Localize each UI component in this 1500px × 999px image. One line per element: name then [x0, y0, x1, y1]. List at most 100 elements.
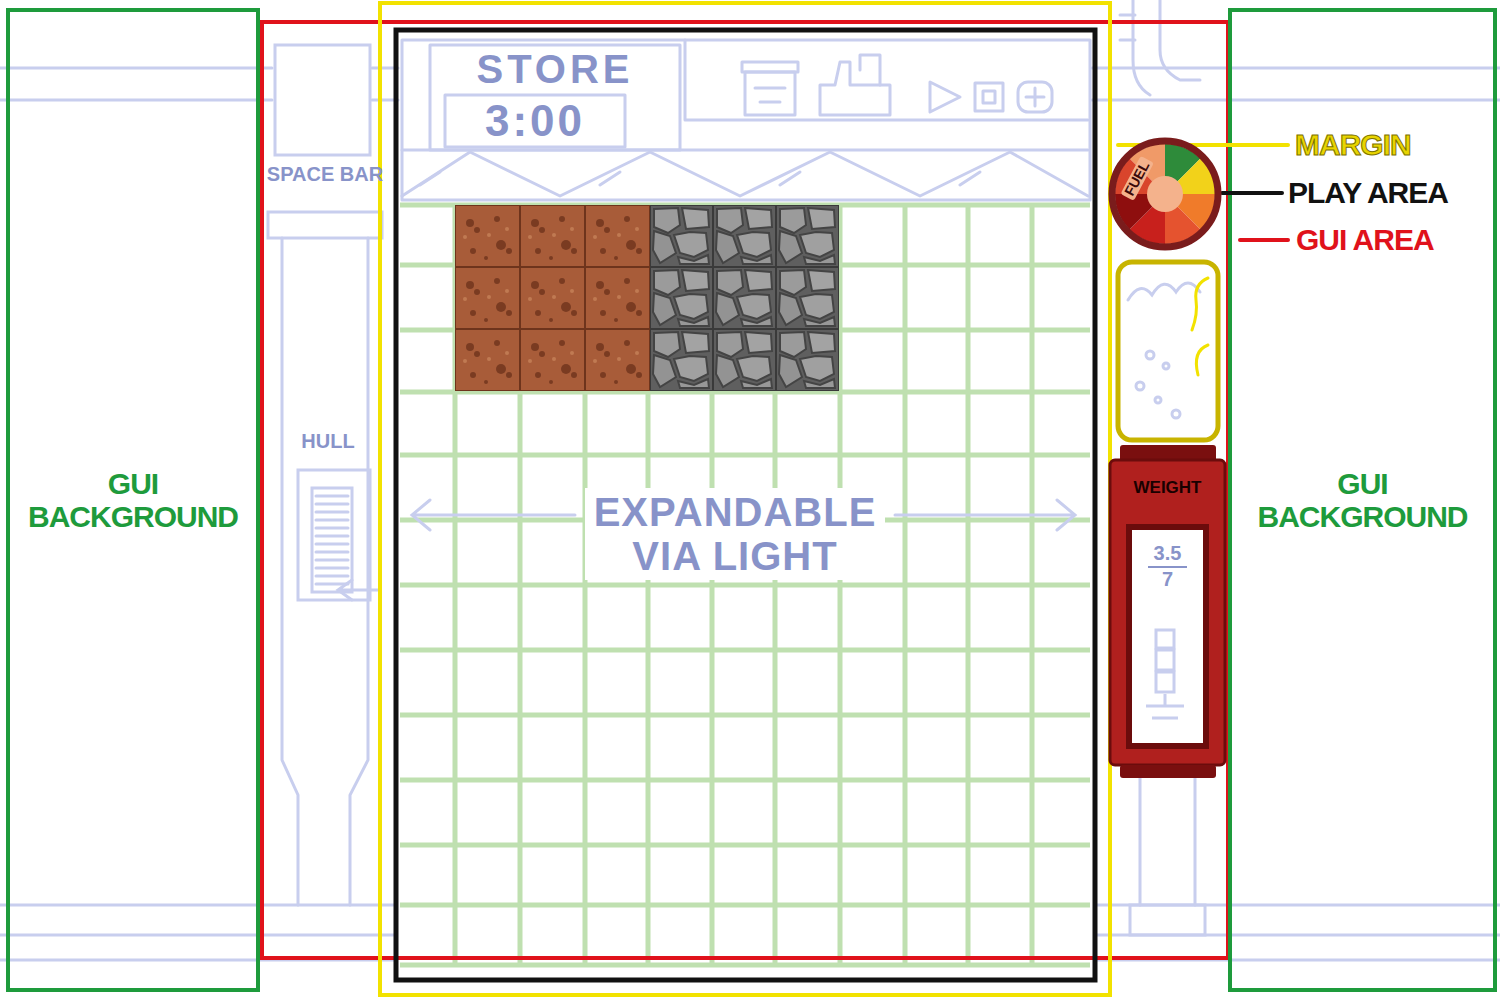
node-text: 3.5	[1148, 542, 1188, 568]
oxygen-tank-sketch-part	[1136, 382, 1144, 390]
stone-tiles-part	[650, 205, 839, 391]
legend-leader-lines-part	[1222, 191, 1282, 195]
store-header-sketch-part	[1018, 82, 1052, 112]
store-header-sketch-part	[745, 72, 795, 115]
weight-meter-body	[1110, 445, 1225, 778]
expand-arrows-part	[895, 500, 1075, 530]
sketch-background	[0, 0, 1500, 960]
store-header-sketch-part	[420, 172, 980, 185]
gui-background-panel: GUI BACKGROUND	[8, 10, 258, 990]
play-grid-part	[400, 205, 1090, 965]
node-text: 3:00	[485, 99, 585, 143]
sketch-background-part	[0, 99, 272, 102]
legend-entry: MARGIN	[1295, 128, 1411, 163]
gauge-caption: FUEL	[1120, 156, 1154, 201]
weight-meter-body-part-part	[1156, 650, 1174, 670]
weight-meter-body-part	[1146, 630, 1184, 718]
store-header-sketch-part	[402, 40, 1090, 200]
sketch-background-part	[0, 904, 395, 907]
sketch-background-part	[0, 67, 272, 70]
oxygen-tank-sketch-part	[1128, 283, 1200, 300]
node-text: WEIGHT	[1134, 479, 1202, 498]
store-header-sketch-part	[983, 91, 995, 103]
store-header-sketch-part	[1026, 88, 1044, 106]
node-text: GUI BACKGROUND	[18, 467, 248, 533]
weight-meter-body-part-part	[1146, 694, 1184, 718]
oxygen-tank-sketch-part	[1196, 345, 1208, 375]
hull-gauge-label-box: HULL	[286, 428, 370, 458]
legend-text: GUI AREA	[1296, 223, 1434, 258]
sketch-background-part	[298, 470, 370, 600]
region-note: EXPANDABLE VIA LIGHT	[585, 488, 885, 580]
node-text: HULL	[301, 430, 354, 452]
store-header-sketch-part	[860, 55, 880, 85]
store-header-sketch-part	[430, 45, 680, 150]
store-panel: STORE 3:00	[430, 45, 680, 150]
sketch-background-part	[1140, 778, 1195, 905]
note-text: EXPANDABLE VIA LIGHT	[585, 488, 885, 580]
stone-tiles	[650, 205, 839, 391]
region-outlines	[8, 3, 1495, 995]
sketch-background-part	[1133, 0, 1200, 95]
sketch-background-part	[275, 45, 370, 155]
fuel-gauge-dial-part	[1147, 176, 1183, 212]
sketch-background-part	[0, 934, 395, 937]
node-text: GUI BACKGROUND	[1248, 467, 1478, 533]
legend-leader-lines-part	[1240, 238, 1288, 242]
sketch-background-part	[338, 580, 378, 600]
weight-meter-body-part	[1120, 765, 1216, 778]
expand-arrows-part	[412, 500, 575, 530]
weight-meter-body-part-part	[1156, 630, 1174, 648]
sketch-background-part	[268, 212, 382, 238]
fuel-gauge-dial-part	[1112, 141, 1218, 247]
sketch-background-part	[1092, 67, 1500, 70]
weight-meter-body-part	[1110, 460, 1225, 765]
store-header-sketch-part	[445, 95, 625, 147]
fuel-gauge: FUEL	[1108, 137, 1222, 251]
sketch-background-part	[282, 238, 298, 905]
weight-meter-body-part-part	[1156, 672, 1174, 692]
store-header-sketch-part	[975, 83, 1003, 111]
timer-display: 3:00	[445, 95, 625, 147]
store-header-sketch-part	[402, 152, 1088, 196]
region-outlines-part	[1230, 10, 1495, 990]
dirt-tiles-part	[455, 205, 650, 391]
store-header-sketch	[402, 40, 1090, 200]
weight-readout: 3.57	[1132, 530, 1203, 743]
sketch-background-part	[1092, 99, 1500, 102]
sketch-background-part	[1120, 15, 1135, 40]
node-text: 7	[1162, 568, 1173, 590]
store-header-sketch-part	[685, 40, 1088, 120]
oxygen-tank-sketch	[1118, 262, 1218, 440]
node-text: SPACE BAR	[267, 164, 383, 185]
region-outlines-part	[396, 30, 1095, 980]
legend-text: MARGIN	[1295, 128, 1411, 163]
store-header-sketch-part	[755, 88, 785, 102]
oxygen-tank-sketch-part	[1192, 278, 1208, 330]
fuel-gauge-dial	[1112, 141, 1218, 247]
oxygen-tank-sketch-part	[1155, 397, 1161, 403]
oxygen-tank-sketch-part	[1146, 351, 1154, 359]
expand-arrows	[412, 500, 1075, 530]
sketch-background-part	[312, 488, 352, 592]
store-header-sketch-part	[930, 82, 960, 112]
oxygen-tank-sketch-part	[1118, 262, 1218, 440]
play-grid	[400, 205, 1090, 965]
oxygen-tank-sketch-part	[1172, 410, 1180, 418]
dirt-tiles	[455, 205, 650, 391]
legend-entry: GUI AREA	[1296, 223, 1434, 258]
region-outlines-part	[262, 22, 1228, 958]
region-outlines-part	[8, 10, 258, 990]
sketch-background-part	[316, 496, 348, 584]
weight-meter-body-part	[1132, 530, 1203, 743]
node-text: STORE	[476, 49, 633, 89]
legend-text: PLAY AREA	[1288, 176, 1448, 211]
legend-entry: PLAY AREA	[1288, 176, 1448, 211]
store-header-sketch-part	[402, 149, 1088, 152]
space-bar-label-box: SPACE BAR	[266, 162, 384, 210]
